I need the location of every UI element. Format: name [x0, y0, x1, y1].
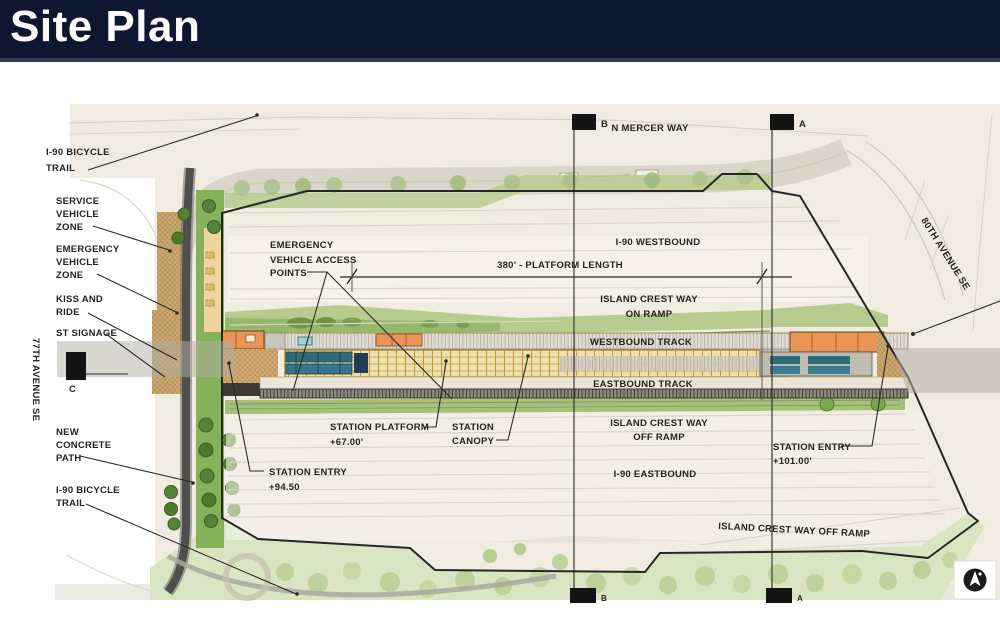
- street-off-ramp-2: OFF RAMP: [633, 432, 685, 443]
- street-tree-row: [164, 199, 241, 531]
- callout-bike-trail-bottom-1: I-90 BICYCLE: [56, 485, 120, 496]
- platform-length-dimension: 380' - PLATFORM LENGTH: [340, 260, 792, 400]
- callout-emergency-zone-1: EMERGENCY: [56, 244, 120, 255]
- section-label-a-top: A: [799, 119, 806, 130]
- callout-new-path-3: PATH: [56, 453, 81, 464]
- street-n-mercer-way: N MERCER WAY: [611, 123, 688, 134]
- callout-station-entry-east-1: STATION ENTRY: [773, 442, 851, 453]
- section-flag-a-bottom: [766, 588, 792, 603]
- street-on-ramp-2: ON RAMP: [626, 309, 673, 320]
- callout-evap-3: POINTS: [270, 268, 307, 279]
- slide-title-bar: Site Plan: [0, 0, 1000, 62]
- street-eastbound-track: EASTBOUND TRACK: [593, 379, 693, 390]
- section-flag-b-bottom: [570, 588, 596, 603]
- plan-labels: I-90 BICYCLE TRAIL SERVICE VEHICLE ZONE …: [30, 123, 972, 540]
- callout-emergency-zone-3: ZONE: [56, 270, 83, 281]
- callout-new-path-2: CONCRETE: [56, 440, 111, 451]
- section-label-c: C: [69, 384, 76, 395]
- callout-station-entry-east-2: +101.00': [773, 456, 812, 467]
- callout-st-signage: ST SIGNAGE: [56, 328, 117, 339]
- street-i90-westbound: I-90 WESTBOUND: [616, 237, 701, 248]
- page-title: Site Plan: [10, 2, 201, 51]
- callout-evap-2: VEHICLE ACCESS: [270, 255, 357, 266]
- station-complex: [221, 330, 909, 399]
- section-lines: B A B A C: [66, 114, 806, 603]
- callout-station-canopy-2: CANOPY: [452, 436, 495, 447]
- callout-station-entry-west-1: STATION ENTRY: [269, 467, 347, 478]
- overpass-shading: [57, 341, 1000, 393]
- section-label-a-bottom: A: [797, 594, 803, 603]
- callout-kiss-ride-1: KISS AND: [56, 294, 103, 305]
- callout-bike-trail-top-2: TRAIL: [46, 163, 75, 174]
- platform-length-label: 380' - PLATFORM LENGTH: [497, 260, 623, 271]
- street-on-ramp-1: ISLAND CREST WAY: [600, 294, 698, 305]
- callout-bike-trail-top-1: I-90 BICYCLE: [46, 147, 110, 158]
- callout-station-entry-west-2: +94.50: [269, 482, 300, 493]
- callout-service-zone-1: SERVICE: [56, 196, 99, 207]
- section-label-b-top: B: [601, 119, 608, 130]
- callout-service-zone-3: ZONE: [56, 222, 83, 233]
- section-flag-a-top: [770, 114, 794, 130]
- callout-new-path-1: NEW: [56, 427, 79, 438]
- freeway-lanes: [225, 206, 961, 557]
- section-flag-c: [66, 352, 86, 380]
- callout-station-platform-1: STATION PLATFORM: [330, 422, 429, 433]
- street-i90-eastbound: I-90 EASTBOUND: [614, 469, 697, 480]
- north-arrow-icon: [953, 560, 997, 600]
- street-westbound-track: WESTBOUND TRACK: [590, 337, 692, 348]
- site-boundary: [221, 173, 979, 573]
- callout-service-zone-2: VEHICLE: [56, 209, 99, 220]
- callout-emergency-zone-2: VEHICLE: [56, 257, 99, 268]
- section-flag-b-top: [572, 114, 596, 130]
- callout-station-canopy-1: STATION: [452, 422, 494, 433]
- callout-leaders: [79, 113, 1000, 596]
- callout-kiss-ride-2: RIDE: [56, 307, 80, 318]
- section-label-b-bottom: B: [601, 594, 607, 603]
- street-77th-ave: 77TH AVENUE SE: [30, 338, 41, 421]
- callout-evap-1: EMERGENCY: [270, 240, 334, 251]
- street-off-ramp-1: ISLAND CREST WAY: [610, 418, 708, 429]
- callout-bike-trail-bottom-2: TRAIL: [56, 498, 85, 509]
- callout-station-platform-2: +67.00': [330, 437, 363, 448]
